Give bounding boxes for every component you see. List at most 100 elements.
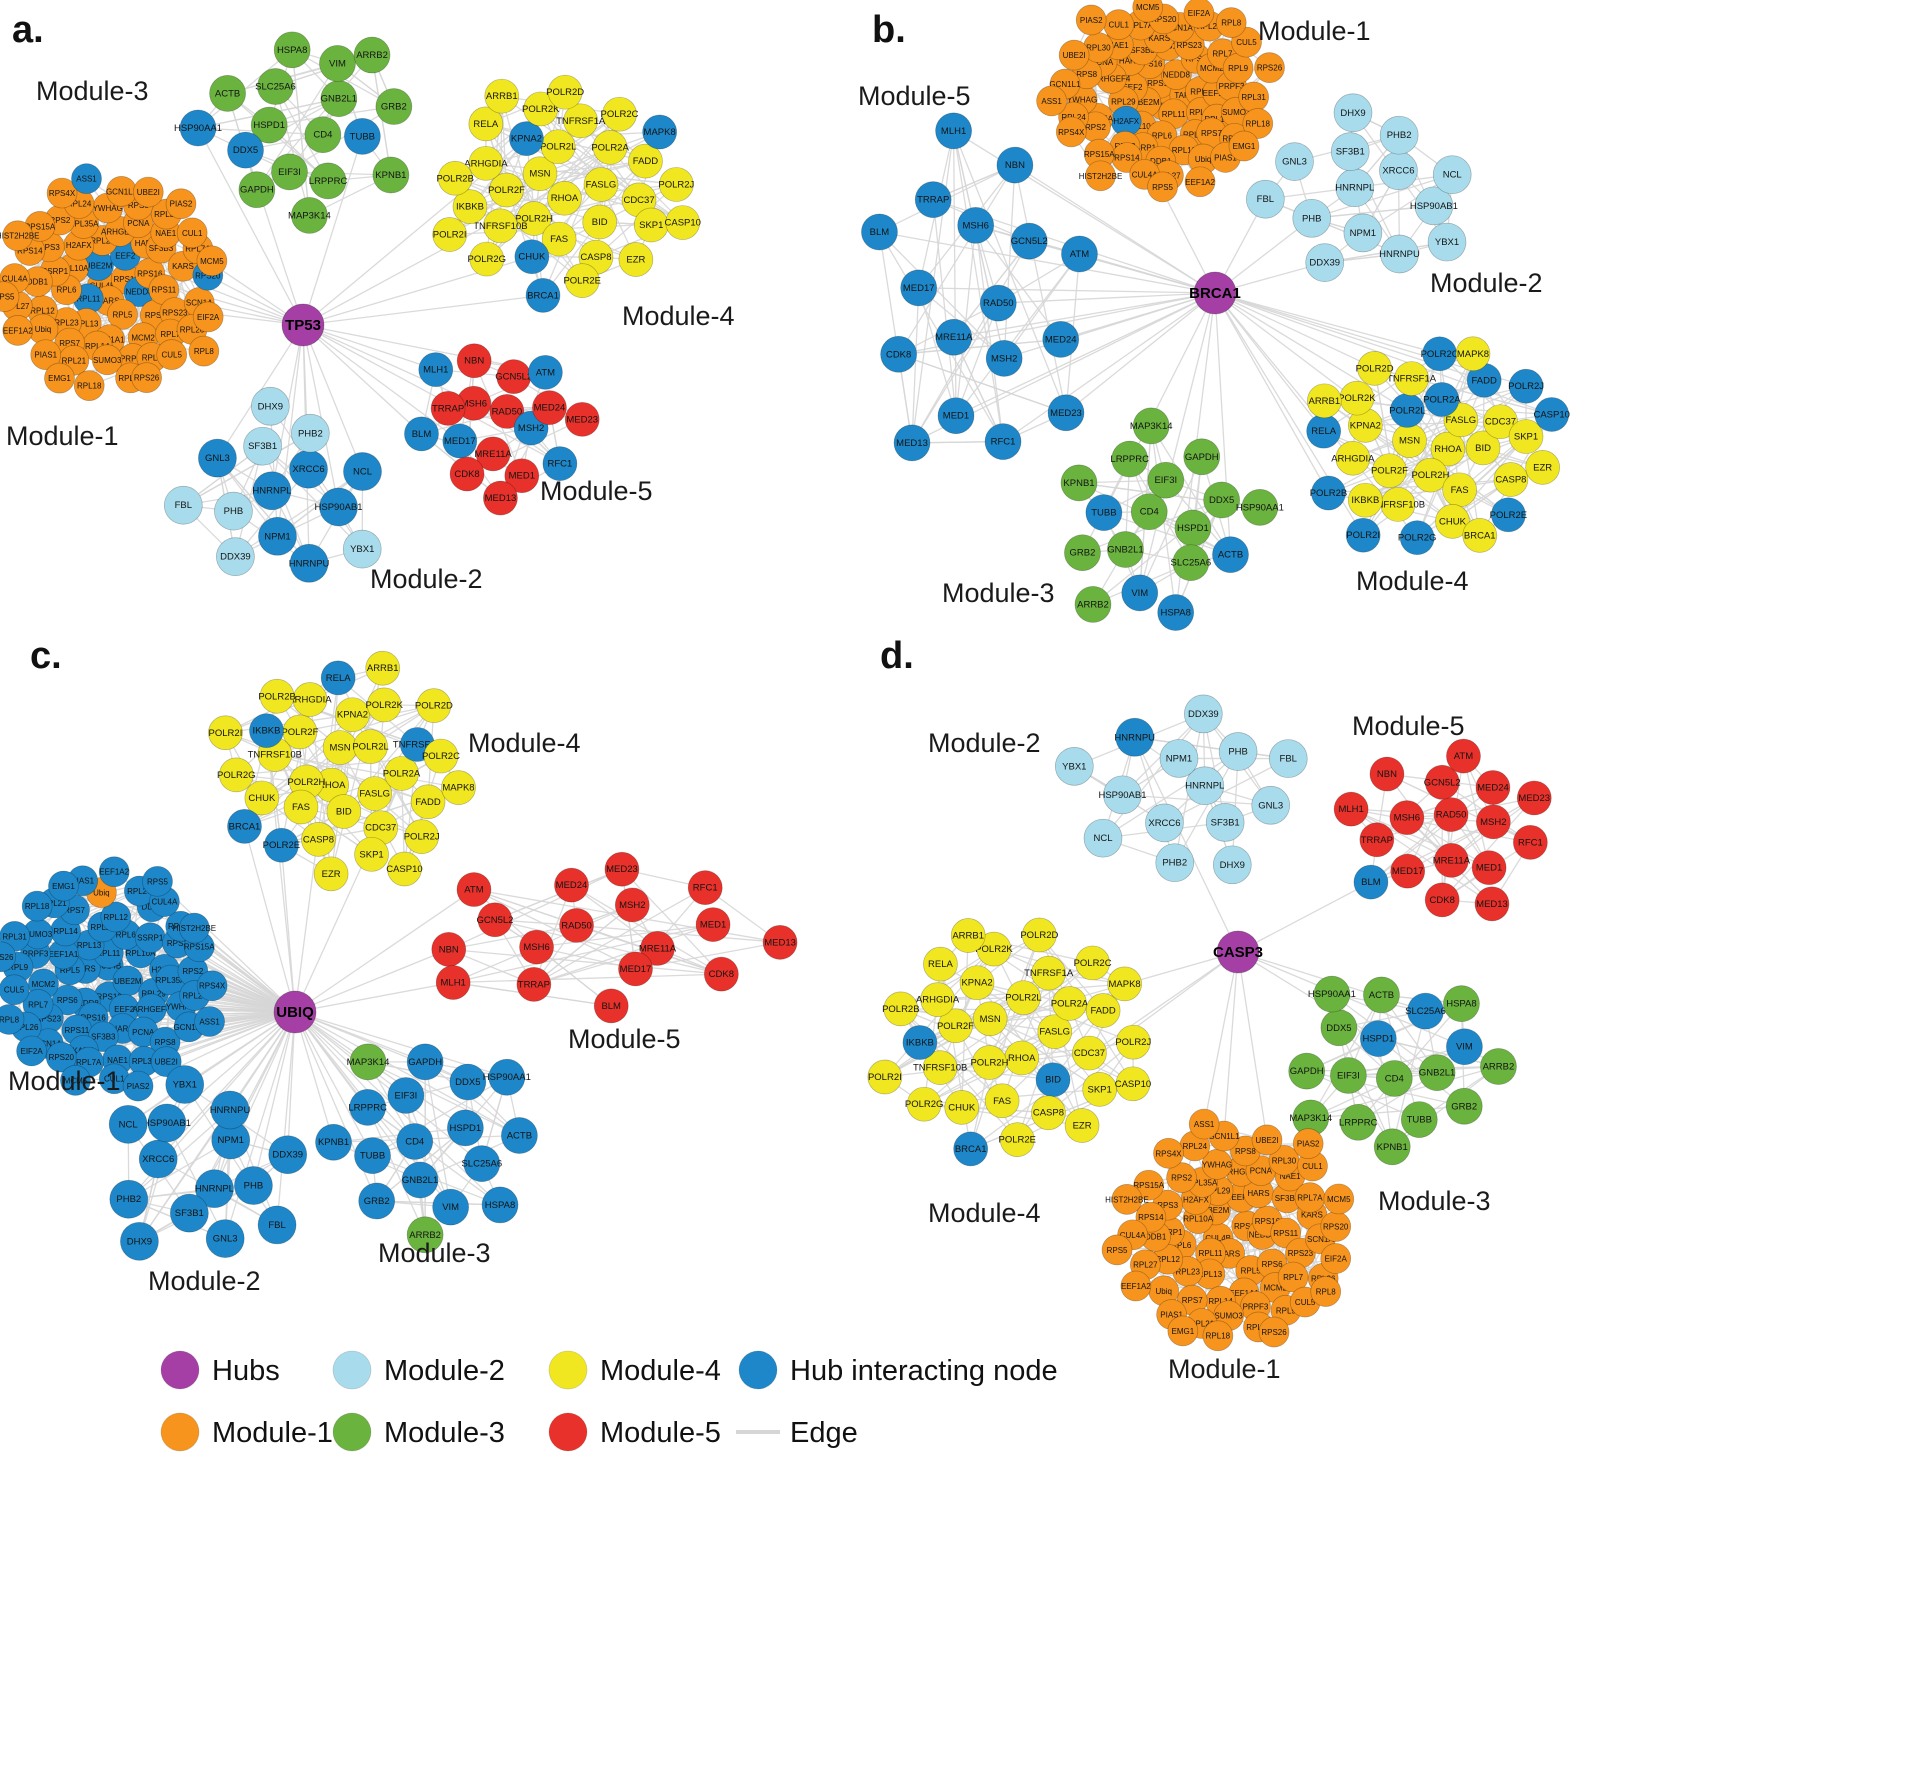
- gene-node-GNB2L1[interactable]: [401, 1161, 439, 1199]
- gene-node-MLH1[interactable]: [1333, 791, 1369, 827]
- gene-node-RPS4X[interactable]: [46, 177, 78, 209]
- gene-node-PHB2[interactable]: [1379, 115, 1419, 155]
- gene-node-MED24[interactable]: [532, 390, 567, 426]
- gene-node-NPM1[interactable]: [258, 516, 297, 556]
- gene-node-MRE11A[interactable]: [475, 436, 511, 472]
- gene-node-SLC25A6[interactable]: [1407, 992, 1444, 1030]
- gene-node-PHB[interactable]: [1292, 198, 1332, 238]
- gene-node-PIAS2[interactable]: [1292, 1128, 1324, 1159]
- gene-node-POLR2J[interactable]: [659, 167, 694, 202]
- gene-node-ATM[interactable]: [456, 872, 492, 907]
- gene-node-RPL12[interactable]: [100, 901, 132, 933]
- gene-node-POLR2B[interactable]: [1311, 475, 1346, 511]
- gene-node-CHUK[interactable]: [244, 780, 280, 816]
- gene-node-YBX1[interactable]: [1427, 222, 1467, 262]
- gene-node-RFC1[interactable]: [1513, 825, 1548, 860]
- gene-node-LRPPRC[interactable]: [1339, 1103, 1377, 1141]
- gene-node-PIAS1[interactable]: [30, 339, 62, 371]
- gene-node-VIM[interactable]: [1446, 1028, 1483, 1066]
- gene-node-POLR2H[interactable]: [972, 1045, 1007, 1080]
- gene-node-FBL[interactable]: [1246, 179, 1285, 219]
- gene-node-RPS5[interactable]: [0, 281, 20, 312]
- gene-node-POLR2E[interactable]: [564, 263, 600, 298]
- gene-node-IKBKB[interactable]: [249, 713, 284, 749]
- gene-node-TUBB[interactable]: [1400, 1101, 1438, 1138]
- gene-node-MAP3K14[interactable]: [349, 1043, 387, 1081]
- gene-node-MRE11A[interactable]: [1434, 843, 1469, 878]
- gene-node-SLC25A6[interactable]: [1172, 544, 1210, 582]
- gene-node-ASS1[interactable]: [1036, 85, 1067, 117]
- gene-node-GNL3[interactable]: [198, 438, 237, 478]
- gene-node-RPS4X[interactable]: [1055, 116, 1087, 148]
- gene-node-UBE2I[interactable]: [132, 176, 164, 208]
- gene-node-ASS1[interactable]: [194, 1006, 225, 1037]
- gene-node-GAPDH[interactable]: [1288, 1052, 1326, 1090]
- gene-node-POLR2K[interactable]: [523, 91, 559, 127]
- gene-node-MSH6[interactable]: [957, 206, 995, 244]
- gene-node-CHUK[interactable]: [944, 1090, 980, 1125]
- gene-node-DHX9[interactable]: [1333, 93, 1373, 133]
- gene-node-POLR2C[interactable]: [423, 738, 459, 774]
- gene-node-HNRNPL[interactable]: [195, 1169, 234, 1209]
- gene-node-EZR[interactable]: [1064, 1108, 1100, 1143]
- gene-node-POLR2I[interactable]: [208, 715, 243, 751]
- gene-node-EMG1[interactable]: [1228, 130, 1260, 162]
- gene-node-MAPK8[interactable]: [1107, 966, 1142, 1002]
- gene-node-DHX9[interactable]: [1212, 845, 1252, 885]
- gene-node-RPL5[interactable]: [107, 298, 138, 330]
- gene-node-POLR2I[interactable]: [867, 1059, 903, 1095]
- gene-node-RPS26[interactable]: [0, 941, 17, 973]
- gene-node-TRRAP[interactable]: [1359, 822, 1395, 858]
- gene-node-RPS2[interactable]: [1166, 1162, 1197, 1193]
- hub-node-CASP3[interactable]: [1216, 930, 1260, 974]
- gene-node-SKP1[interactable]: [1508, 419, 1544, 454]
- gene-node-HSPD1[interactable]: [447, 1109, 484, 1147]
- gene-node-NPM1[interactable]: [1343, 213, 1383, 253]
- gene-node-HSP90AB1[interactable]: [1103, 775, 1142, 815]
- gene-node-MRE11A[interactable]: [640, 931, 675, 966]
- gene-node-BRCA1[interactable]: [525, 278, 561, 313]
- gene-node-CASP10[interactable]: [1534, 397, 1570, 432]
- gene-node-POLR2A[interactable]: [592, 130, 628, 165]
- gene-node-HSP90AB1[interactable]: [319, 487, 358, 527]
- gene-node-KPNA2[interactable]: [335, 697, 370, 733]
- gene-node-EZR[interactable]: [1525, 450, 1560, 485]
- gene-node-SF3B1[interactable]: [1330, 132, 1370, 171]
- gene-node-IKBKB[interactable]: [902, 1025, 938, 1060]
- gene-node-BLM[interactable]: [593, 988, 629, 1024]
- gene-node-CASP8[interactable]: [1031, 1095, 1066, 1131]
- gene-node-HSP90AA1[interactable]: [1313, 975, 1351, 1013]
- gene-node-RELA[interactable]: [923, 946, 958, 982]
- gene-node-ARRB2[interactable]: [1480, 1048, 1517, 1085]
- gene-node-KPNB1[interactable]: [1060, 464, 1098, 502]
- gene-node-CASP10[interactable]: [387, 851, 422, 887]
- gene-node-SF3B1[interactable]: [1205, 803, 1245, 842]
- gene-node-BLM[interactable]: [404, 416, 439, 452]
- gene-node-POLR2K[interactable]: [366, 687, 402, 723]
- gene-node-MSH6[interactable]: [1389, 800, 1425, 835]
- gene-node-VIM[interactable]: [432, 1188, 469, 1226]
- gene-node-MED17[interactable]: [900, 269, 938, 307]
- gene-node-MCM5[interactable]: [1323, 1183, 1355, 1215]
- gene-node-POLR2H[interactable]: [516, 201, 552, 236]
- gene-node-CUL5[interactable]: [0, 974, 30, 1006]
- gene-node-VIM[interactable]: [1121, 574, 1159, 612]
- gene-node-KPNB1[interactable]: [315, 1123, 352, 1161]
- gene-node-DHX9[interactable]: [251, 386, 290, 426]
- gene-node-NCL[interactable]: [1083, 818, 1123, 858]
- gene-node-POLR2H[interactable]: [1413, 457, 1448, 493]
- gene-node-RHOA[interactable]: [547, 180, 582, 216]
- gene-node-DDX39[interactable]: [216, 537, 255, 577]
- gene-node-EIF2A[interactable]: [1183, 0, 1215, 29]
- gene-node-EIF3I[interactable]: [271, 153, 308, 191]
- gene-node-MRE11A[interactable]: [935, 318, 973, 356]
- gene-node-MED24[interactable]: [1475, 770, 1511, 805]
- gene-node-POLR2D[interactable]: [1022, 917, 1057, 953]
- gene-node-CDK8[interactable]: [880, 335, 917, 373]
- gene-node-KPNA2[interactable]: [509, 121, 544, 156]
- gene-node-POLR2L[interactable]: [353, 729, 388, 764]
- gene-node-MSN[interactable]: [522, 156, 558, 192]
- gene-node-HIST2H2BE[interactable]: [1085, 160, 1116, 192]
- gene-node-EIF3I[interactable]: [1330, 1057, 1367, 1094]
- gene-node-CDK8[interactable]: [703, 956, 739, 992]
